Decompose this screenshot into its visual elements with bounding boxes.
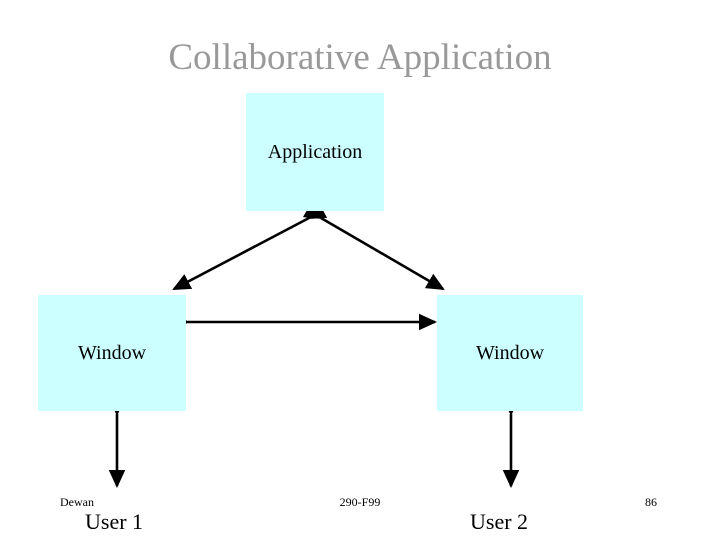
footer-course-code: 290-F99: [339, 495, 381, 509]
user-1-label: User 1: [85, 509, 144, 534]
window-box-right-label: Window: [475, 342, 545, 364]
user-2-label: User 2: [470, 509, 529, 534]
page-title: Collaborative Application: [168, 37, 552, 78]
window-box-left: Window: [38, 295, 186, 411]
footer-author: Dewan: [60, 495, 94, 509]
footer-page-number: 86: [645, 495, 657, 509]
window-box-right: Window: [437, 295, 583, 411]
connector-application-to-window-left: [172, 203, 328, 291]
window-box-left-label: Window: [77, 342, 147, 364]
application-box: Application: [246, 93, 384, 211]
application-box-label: Application: [267, 141, 363, 163]
connector-application-to-window-right: [302, 202, 445, 291]
